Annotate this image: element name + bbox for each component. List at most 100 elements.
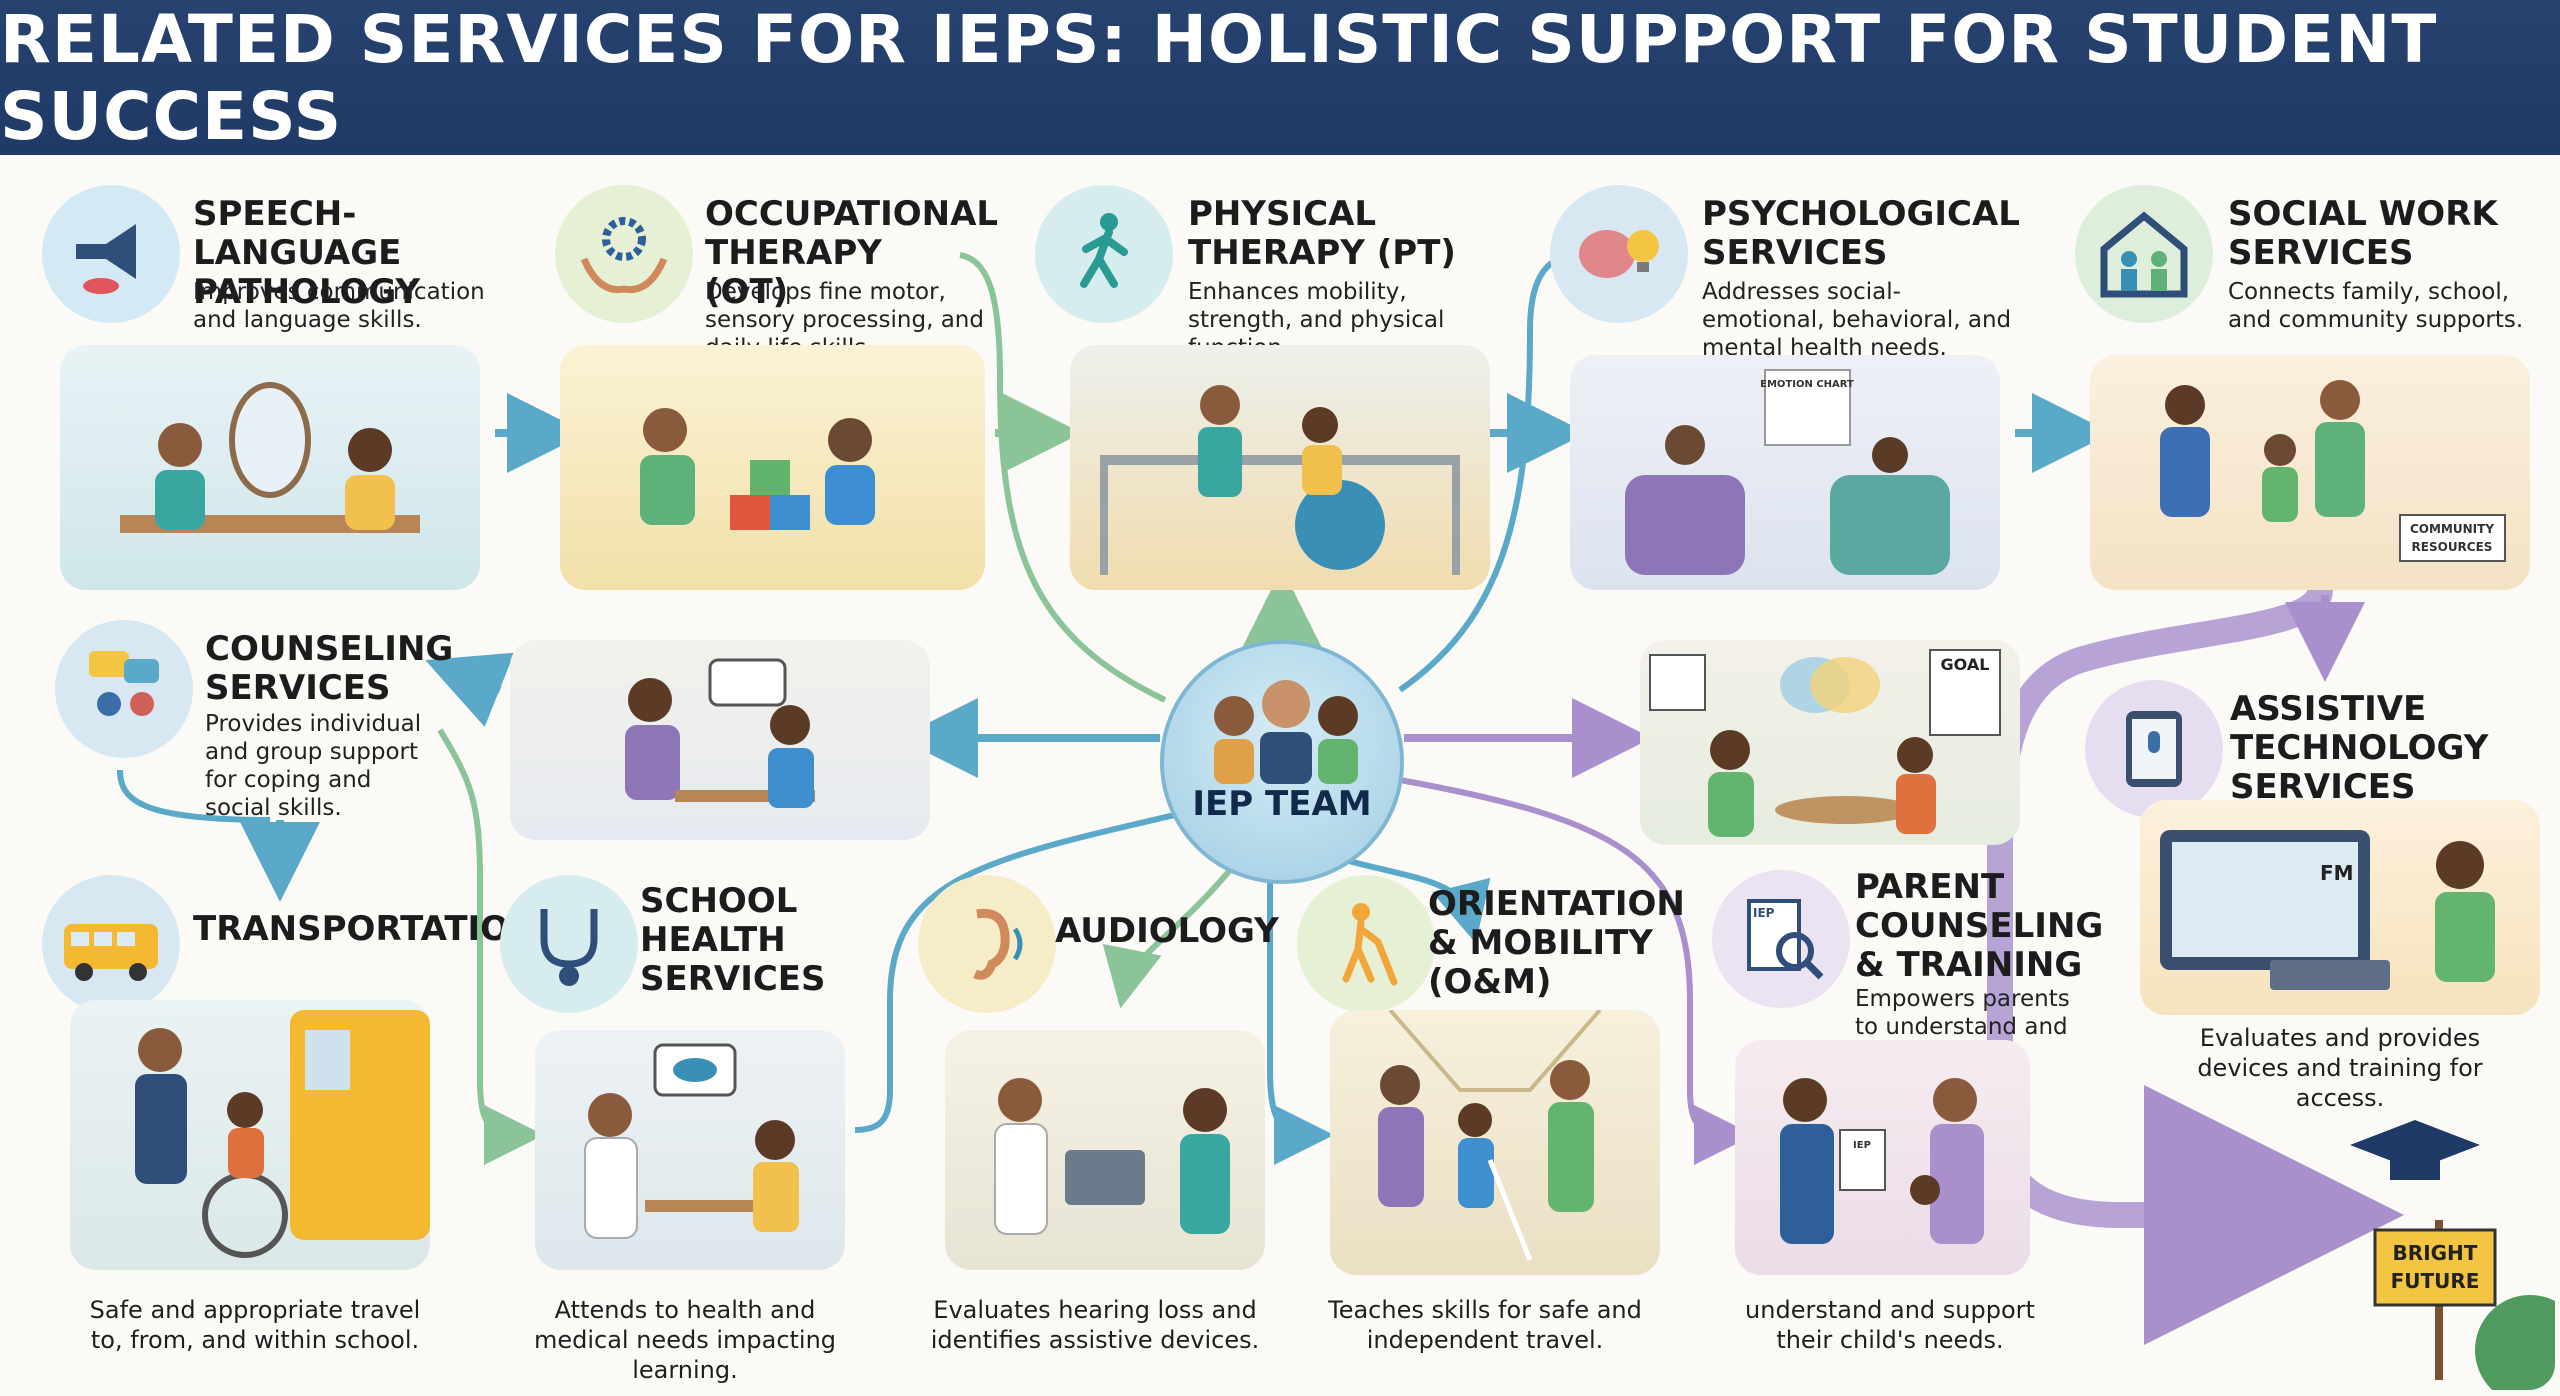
assistive-title: ASSISTIVE TECHNOLOGY SERVICES xyxy=(2230,689,2489,807)
iep-team-hub: IEP TEAM xyxy=(1160,640,1404,884)
svg-text:IEP: IEP xyxy=(1753,906,1775,920)
counseling-title: COUNSELING SERVICES xyxy=(205,629,454,708)
graduation-cap-icon xyxy=(2350,1120,2480,1170)
emotion-chart-sign: EMOTION CHART xyxy=(1760,379,1854,390)
nurse-figure xyxy=(588,1093,632,1137)
blocks-icon xyxy=(730,495,770,530)
student-figure xyxy=(1897,737,1933,773)
ot-title: OCCUPATIONAL THERAPY (OT) xyxy=(705,194,999,312)
arrow-hub-om xyxy=(1344,857,1491,944)
house-family-icon xyxy=(2100,211,2188,298)
om-title: ORIENTATION & MOBILITY (O&M) xyxy=(1428,884,1685,1002)
social-icon-circle xyxy=(2075,185,2213,323)
arrow-hub-ot xyxy=(959,252,1167,703)
arrow-social-assistive xyxy=(1987,587,2404,1345)
walking-person-icon xyxy=(1080,213,1128,288)
cane-walker-icon xyxy=(1342,903,1398,986)
transport-title: TRANSPORTATION xyxy=(193,909,538,949)
wheelchair-icon xyxy=(202,1172,288,1258)
transport-icon-circle xyxy=(42,875,180,1013)
audiology-icon-circle xyxy=(918,875,1056,1013)
document-magnifier-icon: IEP xyxy=(1747,899,1824,980)
pt-scene xyxy=(1070,345,1490,590)
therapist-figure xyxy=(643,408,687,452)
ear-icon xyxy=(973,908,1023,980)
psychologist-figure xyxy=(1665,425,1705,465)
student-figure xyxy=(2436,841,2484,889)
speech-scene xyxy=(60,345,480,590)
pt-title: PHYSICAL THERAPY (PT) xyxy=(1188,194,1456,273)
iep-document-icon xyxy=(1839,1129,1886,1191)
health-icon-circle xyxy=(500,875,638,1013)
parent-caption: understand and support their child's nee… xyxy=(1745,1296,2035,1354)
social-worker-figure xyxy=(2165,385,2205,425)
student-figure xyxy=(1872,437,1908,473)
arrow-hub-audiology xyxy=(1102,868,1233,1009)
audiology-scene xyxy=(945,1030,1265,1270)
parent-figure xyxy=(2320,380,2360,420)
child-figure xyxy=(1910,1175,1940,1205)
svg-text:IEP: IEP xyxy=(1853,1140,1871,1151)
assistive-screen-label: FM xyxy=(2320,861,2354,885)
student-figure xyxy=(227,1092,263,1128)
header-banner: RELATED SERVICES FOR IEPs: HOLISTIC SUPP… xyxy=(0,0,2560,155)
hub-label: IEP TEAM xyxy=(1192,784,1372,824)
stethoscope-icon xyxy=(540,909,598,986)
team-members-icon xyxy=(1214,680,1358,784)
specialist-figure xyxy=(1783,1078,1827,1122)
student-figure xyxy=(1458,1103,1492,1137)
counseling-scene xyxy=(510,640,930,840)
audiologist-figure xyxy=(998,1078,1042,1122)
health-scene xyxy=(535,1030,845,1270)
child-figure xyxy=(2264,434,2296,466)
mirror-icon xyxy=(229,382,311,498)
goal-scene: GOAL xyxy=(1640,640,2020,845)
bright-future-sign: BRIGHT xyxy=(2393,1241,2478,1265)
student-figure xyxy=(1183,1088,1227,1132)
student-figure xyxy=(828,418,872,462)
arrow-hub-om-scene xyxy=(1267,880,1334,1165)
therapist-figure xyxy=(158,423,202,467)
student-figure xyxy=(770,705,810,745)
therapist-figure xyxy=(1200,385,1240,425)
calendar-icon xyxy=(1649,654,1706,711)
arrow-counsel-scene-to-title xyxy=(425,652,515,727)
audiometer-icon xyxy=(1065,1150,1145,1205)
social-title: SOCIAL WORK SERVICES xyxy=(2228,194,2498,273)
om-caption: Teaches skills for safe and independent … xyxy=(1328,1296,1642,1354)
arrow-hub-audio-scene xyxy=(854,812,1176,1133)
chat-bubbles-icon xyxy=(89,651,159,716)
social-desc: Connects family, school, and community s… xyxy=(2228,279,2524,333)
assistive-scene: FM xyxy=(2140,800,2540,1015)
student-figure xyxy=(755,1120,795,1160)
psych-icon-circle xyxy=(1550,185,1688,323)
parent-desc: Empowers parents to understand and xyxy=(1855,986,2070,1040)
om-scene xyxy=(1330,1010,1660,1275)
eye-icon xyxy=(673,1058,717,1082)
svg-text:RESOURCES: RESOURCES xyxy=(2412,540,2493,554)
transport-caption: Safe and appropriate travel to, from, an… xyxy=(89,1296,421,1354)
staff-figure xyxy=(1710,730,1750,770)
future-scene: BRIGHT FUTURE xyxy=(2330,1110,2555,1390)
speech-title: SPEECH-LANGUAGE PATHOLOGY xyxy=(193,194,421,312)
arrow-hub-parent xyxy=(1399,777,1754,1165)
counseling-icon-circle xyxy=(55,620,193,758)
assistive-caption: Evaluates and provides devices and train… xyxy=(2197,1024,2483,1112)
parent-icon-circle: IEP xyxy=(1712,870,1850,1008)
arrow-counseling-transport xyxy=(117,769,271,823)
speech-desc: Improves communication and language skil… xyxy=(193,279,485,333)
instructor-figure xyxy=(1380,1065,1420,1105)
megaphone-icon xyxy=(76,224,136,294)
pt-icon-circle xyxy=(1035,185,1173,323)
speech-icon-circle xyxy=(42,185,180,323)
transport-scene xyxy=(70,1000,430,1270)
page-title: RELATED SERVICES FOR IEPs: HOLISTIC SUPP… xyxy=(0,0,2438,155)
exercise-ball-icon xyxy=(1295,480,1385,570)
goal-sign: GOAL xyxy=(1941,655,1990,674)
student-figure xyxy=(348,428,392,472)
parent-scene: IEP xyxy=(1735,1040,2030,1275)
tablet-mic-icon xyxy=(2126,711,2182,787)
health-title: SCHOOL HEALTH SERVICES xyxy=(640,881,826,999)
om-icon-circle xyxy=(1297,875,1435,1013)
